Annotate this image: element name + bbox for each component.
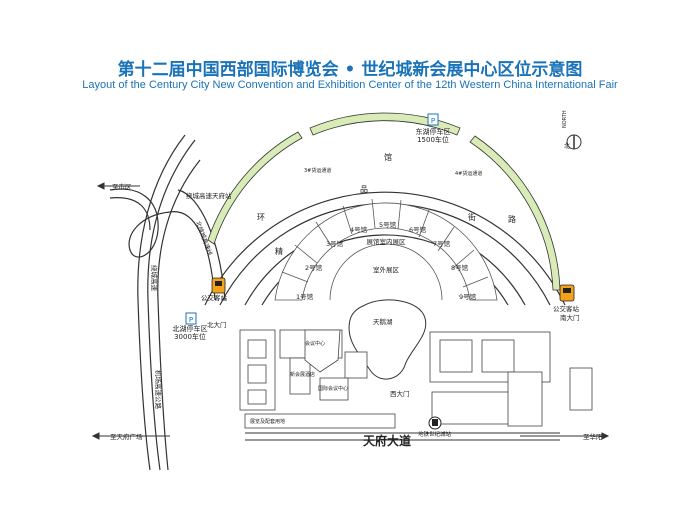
map-title-cn: 第十二届中国西部国际博览会 • 世纪城新会展中心区位示意图 — [117, 60, 583, 80]
ring-road-char-2: 精 — [275, 246, 283, 256]
parking-east-name: 东湖停车区 — [416, 127, 451, 136]
outer-zone-label: 室外展区 — [373, 265, 400, 274]
metro-label: 地铁世纪城站 — [418, 430, 452, 438]
greenbelt-left — [207, 131, 303, 245]
hall-label-8: 8号馆 — [451, 263, 469, 272]
exhibition-halls-group — [274, 198, 498, 301]
parking-east-marker — [427, 113, 439, 126]
hall-label-3: 3号馆 — [326, 239, 344, 248]
parking-east-capacity: 1500车位 — [417, 135, 449, 144]
parking-north-symbol: P — [189, 316, 193, 324]
ramp-loop-1 — [109, 188, 171, 258]
lake-label: 天鹅湖 — [373, 317, 393, 326]
hall-label-9: 9号馆 — [459, 292, 477, 301]
ring-expressway-inner — [147, 139, 196, 471]
ring-road-char-5: 街 — [468, 212, 476, 222]
hall-label-5: 5号馆 — [379, 220, 397, 229]
ring-ramp-label: 绕城高速天府站 — [186, 191, 232, 200]
ring-road-char-1: 环 — [257, 213, 265, 222]
bus-station-west-label: 公交客站 — [201, 293, 228, 302]
parking-north-marker — [185, 312, 197, 325]
direction-arrows — [91, 182, 610, 441]
north-label-en: NORTH — [562, 110, 568, 128]
green-belts — [207, 112, 561, 291]
direction-square: 至天府广场 — [110, 432, 143, 441]
avenue-label: 天府大道 — [363, 433, 411, 448]
ring-road-char-6: 路 — [508, 214, 516, 224]
ring-road-char-3: 品 — [360, 185, 368, 194]
building-label-1: 会议中心 — [305, 340, 325, 347]
bus-station-east-label: 公交客站 — [553, 304, 580, 313]
hall-label-2: 2号馆 — [305, 263, 323, 272]
inner-zone-label: 展馆室内展区 — [367, 237, 407, 246]
ring-expressway-label: 绕城高速 — [150, 265, 159, 292]
direction-city: 至市区 — [112, 182, 132, 191]
bus-icon-east — [559, 284, 575, 302]
north-arrow — [566, 134, 582, 150]
ramp-loop-2 — [109, 197, 151, 231]
north-label-cn: 北 — [564, 142, 570, 150]
lower-left-buildings — [239, 329, 396, 429]
hall-label-4: 4号馆 — [350, 225, 368, 234]
parking-north-name: 北湖停车区 — [173, 324, 208, 333]
gate-north-label: 北大门 — [207, 320, 227, 329]
halls-outer-arc — [274, 202, 498, 301]
building-label-2: 新会展酒店 — [290, 371, 315, 378]
building-label-3: 国际会议中心 — [318, 385, 348, 392]
metro-icon — [428, 416, 442, 430]
ring-road-char-4: 馆 — [384, 152, 392, 162]
outer-zone-arc — [329, 243, 443, 301]
lower-right-buildings — [429, 331, 593, 427]
gate-south-label: 南大门 — [560, 313, 580, 322]
airport-expressway — [157, 159, 201, 471]
map-title-en: Layout of the Century City New Conventio… — [82, 79, 618, 91]
bus-icon-west — [211, 277, 226, 294]
airport-expressway-label: 机场高速公路 — [154, 370, 163, 410]
lane-label-left: 3#货运通道 — [304, 167, 331, 174]
hall-label-7: 7号馆 — [433, 239, 451, 248]
gate-west-label: 西大门 — [390, 389, 410, 398]
parking-east-symbol: P — [431, 117, 435, 125]
parking-north-capacity: 3000车位 — [174, 332, 206, 341]
lane-label-right: 4#货运通道 — [455, 170, 482, 177]
hall-label-6: 6号馆 — [409, 225, 427, 234]
hall-label-1: 1号馆 — [296, 292, 314, 301]
building-label-4: 展览及配套用地 — [250, 418, 285, 425]
greenbelt-right — [469, 135, 561, 291]
direction-huayang: 至华阳 — [583, 432, 603, 441]
greenbelt-top — [309, 112, 461, 136]
lake-shape — [348, 299, 427, 380]
ring-expressway-outer — [137, 134, 186, 471]
